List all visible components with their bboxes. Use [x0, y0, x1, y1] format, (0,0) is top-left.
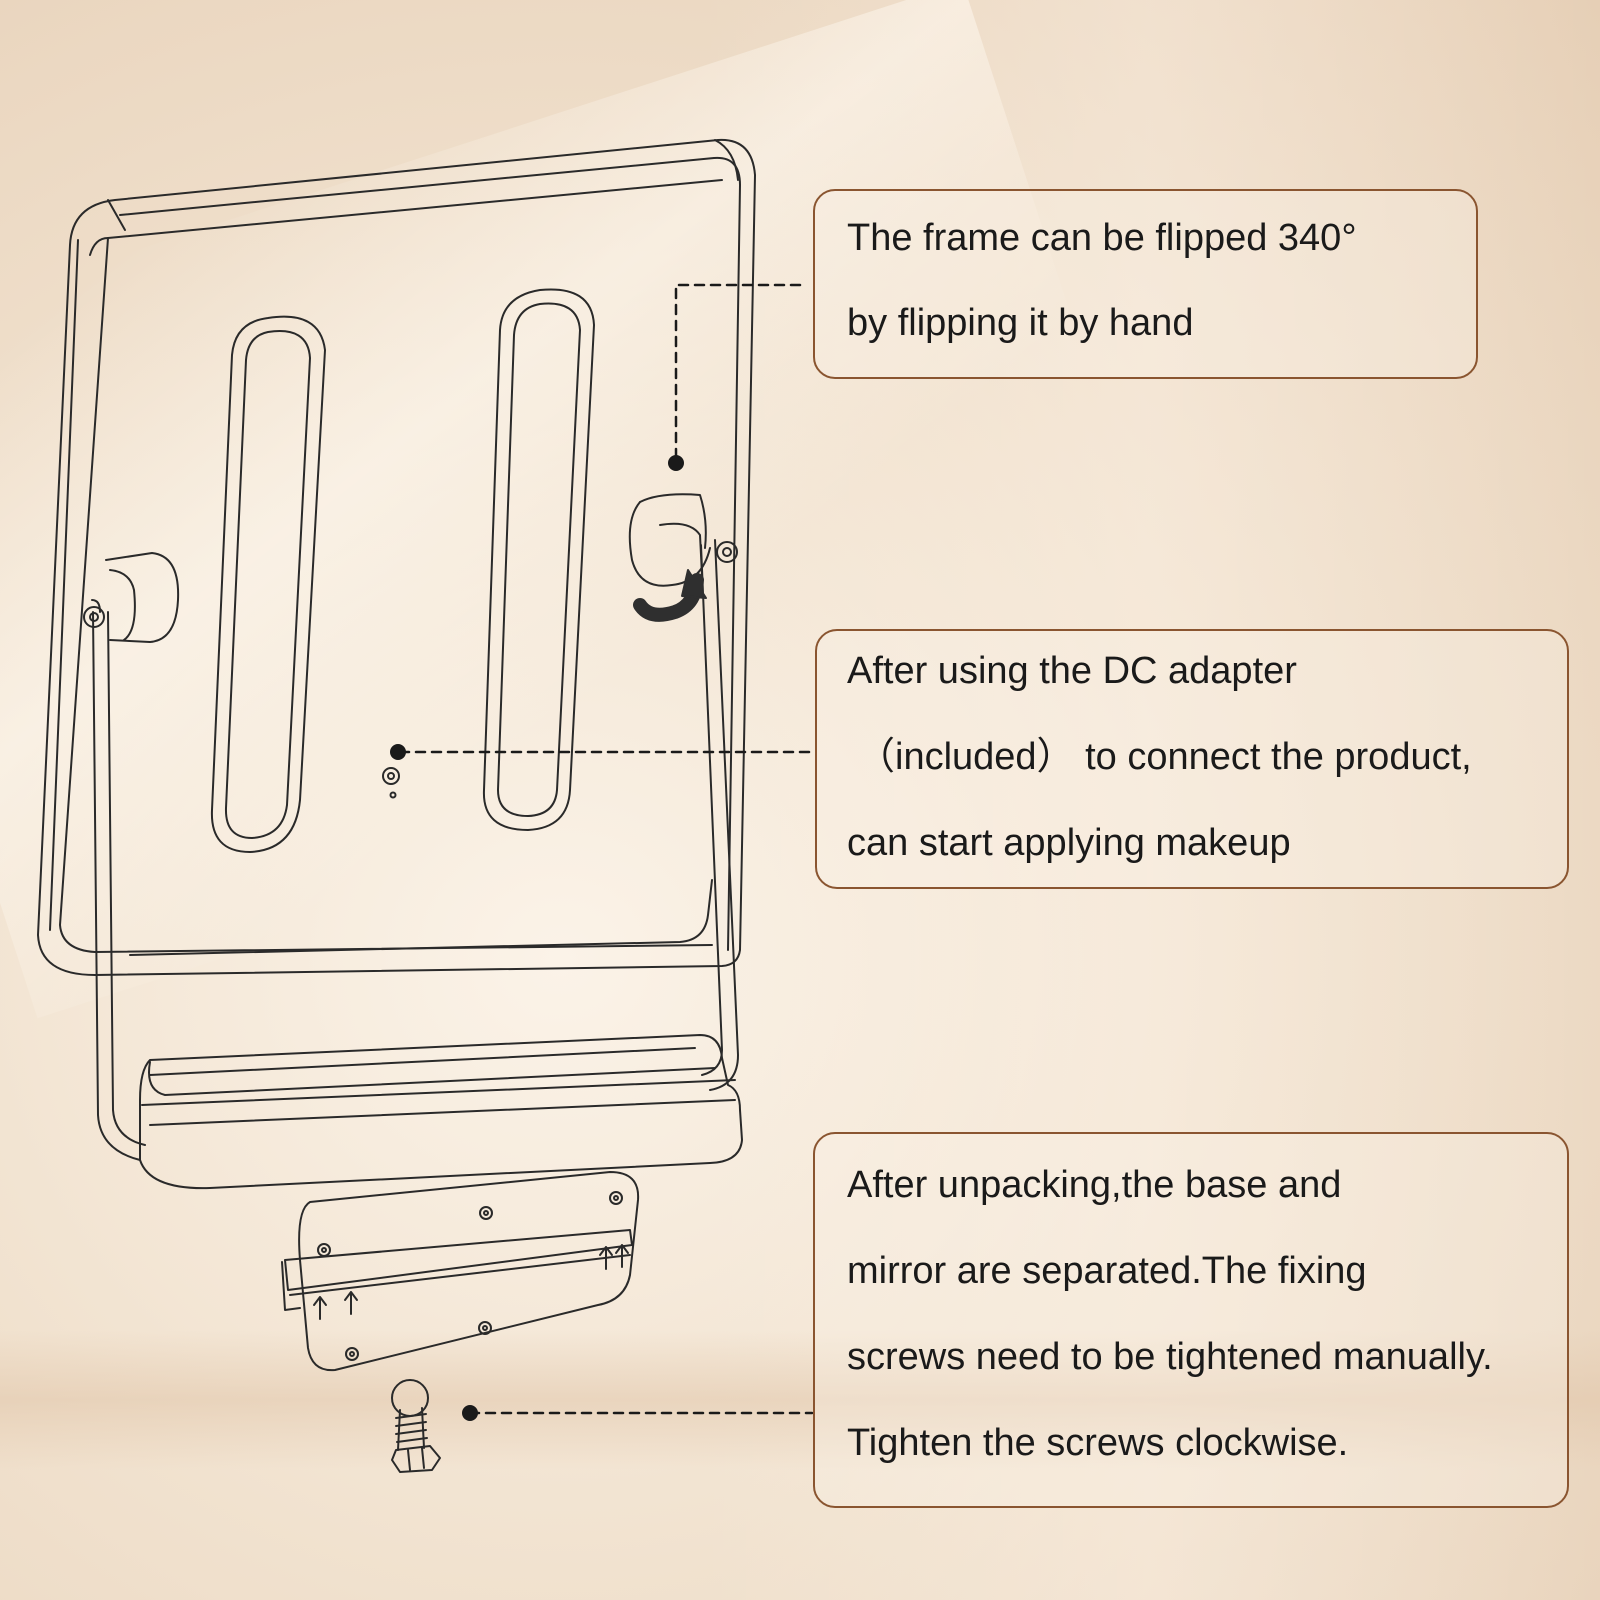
callout-text-line: The frame can be flipped 340° [847, 217, 1357, 259]
callout-frame-flip: The frame can be flipped 340° by flippin… [813, 189, 1478, 379]
leader-dot-screw [462, 1405, 478, 1421]
stand-arm-left [91, 599, 146, 1161]
leader-line-frame [674, 283, 802, 464]
callout-text-line: Tighten the screws clockwise. [847, 1422, 1349, 1464]
base-tray [139, 1034, 743, 1190]
callout-text-line: After unpacking,the base and [847, 1164, 1342, 1206]
leader-dot-adapter [390, 744, 406, 760]
hinge-left [83, 552, 180, 643]
stand-arm-right [700, 539, 739, 1091]
callout-base-screws: After unpacking,the base and mirror are … [813, 1132, 1569, 1508]
touch-sensor-icon [382, 767, 400, 799]
callout-text-line: screws need to be tightened manually. [847, 1336, 1493, 1378]
callout-dc-adapter: After using the DC adapter （included） to… [815, 629, 1569, 889]
hinge-right [628, 493, 738, 587]
callout-text-line: can start applying makeup [847, 822, 1291, 864]
light-slot-left [210, 315, 326, 853]
leader-dot-frame [668, 455, 684, 471]
mirror-frame [37, 138, 756, 976]
base-plate [281, 1171, 640, 1372]
callout-text-line: （included） to connect the product, [857, 736, 1472, 778]
callout-text-line: After using the DC adapter [847, 650, 1297, 692]
callout-text-line: mirror are separated.The fixing [847, 1250, 1367, 1292]
callout-text-line: by flipping it by hand [847, 302, 1194, 344]
screw-icon [391, 1379, 441, 1473]
light-slot-right [482, 288, 595, 831]
rotation-arrow-icon [633, 569, 707, 622]
